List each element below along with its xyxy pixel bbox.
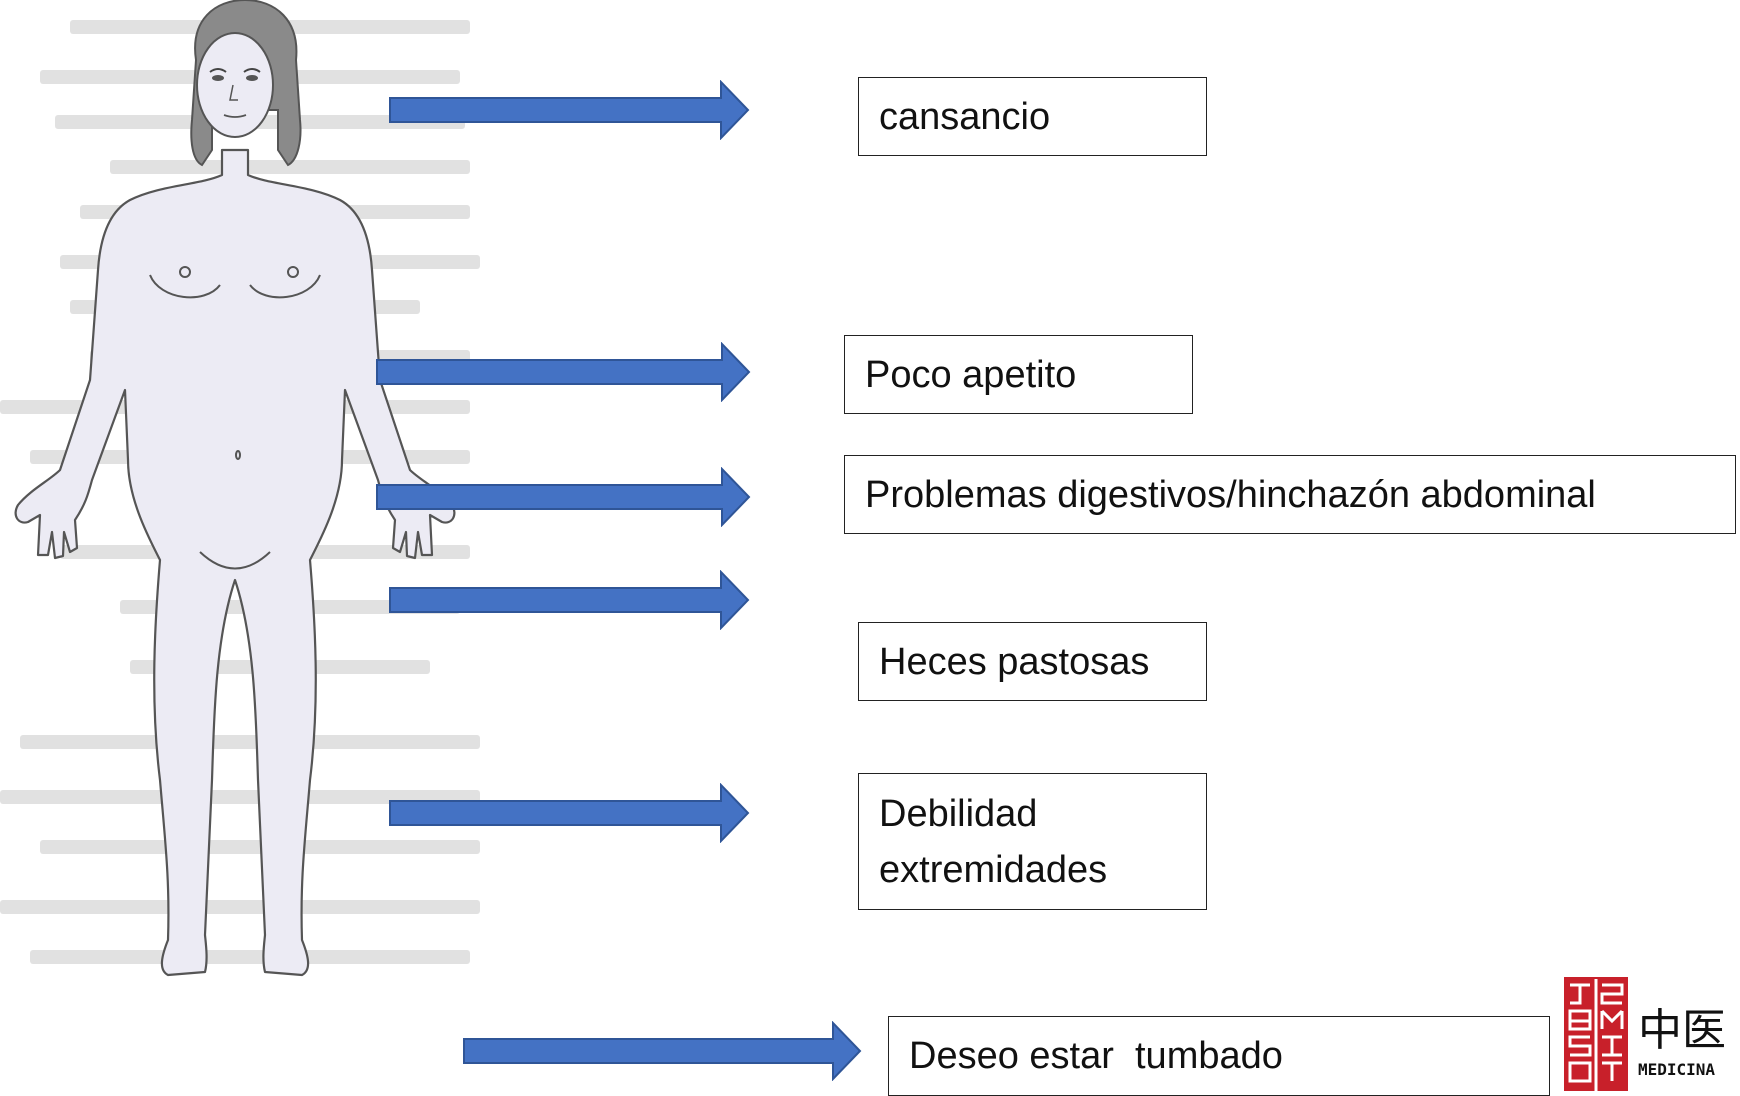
seal-stamp [1564, 977, 1628, 1091]
arrow-cansancio [389, 80, 750, 140]
body-figure-illustration [14, 0, 456, 977]
arrow-problemas-digestivos [376, 467, 751, 527]
body-figure-details [149, 266, 321, 570]
jason-smith-logo: 中医 MEDICINA [1564, 977, 1726, 1091]
arrow-debilidad-extremidades [389, 783, 750, 843]
label-debilidad-line2: extremidades [879, 848, 1108, 891]
label-deseo-tumbado-text: Deseo estar tumbado [909, 1035, 1283, 1077]
logo-caption-text: MEDICINA [1638, 1060, 1715, 1079]
label-cansancio-text: cansancio [879, 95, 1051, 138]
label-heces-pastosas: Heces pastosas [858, 622, 1207, 701]
label-poco-apetito-text: Poco apetito [865, 353, 1077, 396]
arrow-heces-pastosas [389, 570, 750, 630]
body-figure-outline [14, 148, 456, 977]
logo-chinese-text: 中医 [1638, 1005, 1726, 1056]
label-cansancio: cansancio [858, 77, 1207, 156]
arrow-deseo-tumbado [463, 1021, 862, 1081]
label-problemas-digestivos-text: Problemas digestivos/hinchazón abdominal [865, 473, 1596, 516]
label-problemas-digestivos: Problemas digestivos/hinchazón abdominal [844, 455, 1736, 534]
label-debilidad-extremidades: Debilidad extremidades [858, 773, 1207, 910]
label-heces-pastosas-text: Heces pastosas [879, 640, 1150, 683]
label-poco-apetito: Poco apetito [844, 335, 1193, 414]
label-debilidad-line1: Debilidad [879, 792, 1038, 835]
arrow-poco-apetito [376, 342, 751, 402]
label-deseo-tumbado: Deseo estar tumbado [888, 1016, 1550, 1096]
body-figure-face [196, 32, 274, 138]
